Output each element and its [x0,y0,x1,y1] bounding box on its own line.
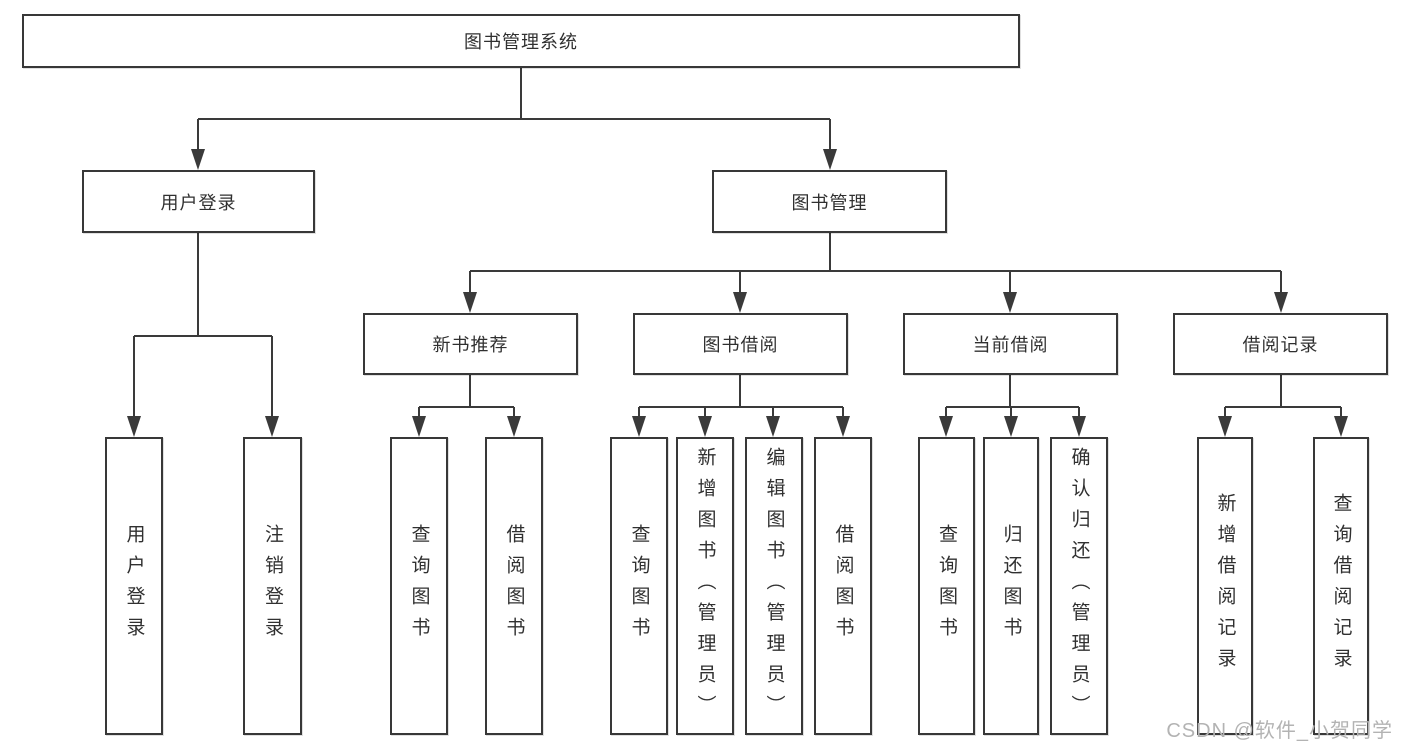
node-book-borrow: 图书借阅 [633,313,848,375]
leaf-edit-books-admin: 编辑图书（管理员） [745,437,803,735]
node-label: 用户登录 [123,524,145,648]
node-label: 新书推荐 [432,335,509,355]
node-label: 图书管理系统 [464,32,578,52]
arrow-down-icon [1334,416,1348,437]
arrow-down-icon [1274,292,1288,313]
node-label: 查询图书 [408,524,430,648]
leaf-borrow-books-2: 借阅图书 [814,437,872,735]
edge-book-mgmt-children [469,233,1282,299]
arrow-down-icon [1004,416,1018,437]
arrow-down-icon [1218,416,1232,437]
node-user-login: 用户登录 [82,170,315,233]
arrow-down-icon [836,416,850,437]
node-label: 当前借阅 [972,335,1049,355]
arrow-down-icon [1072,416,1086,437]
arrow-down-icon [698,416,712,437]
leaf-return-books: 归还图书 [983,437,1039,735]
node-label: 图书管理 [791,192,868,213]
leaf-query-books-2: 查询图书 [610,437,668,735]
edge-book-borrow-children [638,375,844,423]
node-label: 借阅图书 [832,524,854,648]
node-label: 借阅图书 [503,524,525,648]
node-book-management: 图书管理 [712,170,947,233]
leaf-add-books-admin: 新增图书（管理员） [676,437,734,735]
node-label: 查询借阅记录 [1330,493,1352,679]
arrow-down-icon [766,416,780,437]
node-label: 查询图书 [936,524,957,648]
arrow-down-icon [632,416,646,437]
leaf-query-books-1: 查询图书 [390,437,448,735]
arrow-down-icon [463,292,477,313]
node-current-borrow: 当前借阅 [903,313,1118,375]
node-label: 借阅记录 [1242,335,1319,355]
leaf-logout: 注销登录 [243,437,302,735]
arrow-down-icon [507,416,521,437]
arrow-down-icon [1003,292,1017,313]
node-new-book-recommend: 新书推荐 [363,313,578,375]
node-label: 新增借阅记录 [1214,493,1236,679]
leaf-borrow-books-1: 借阅图书 [485,437,543,735]
arrow-down-icon [939,416,953,437]
edge-root-to-level2 [197,68,831,156]
node-borrow-records: 借阅记录 [1173,313,1388,375]
arrow-down-icon [127,416,141,437]
node-label: 新增图书（管理员） [694,446,716,726]
node-label: 用户登录 [160,192,237,213]
node-label: 归还图书 [1000,524,1022,648]
leaf-query-borrow-record: 查询借阅记录 [1313,437,1369,735]
arrow-down-icon [412,416,426,437]
node-label: 注销登录 [262,524,283,648]
node-label: 确认归还（管理员） [1068,446,1090,726]
leaf-user-login: 用户登录 [105,437,163,735]
edge-borrow-record-children [1224,375,1342,423]
arrow-down-icon [265,416,279,437]
node-label: 编辑图书（管理员） [763,446,785,726]
edge-new-book-children [418,375,515,423]
leaf-add-borrow-record: 新增借阅记录 [1197,437,1253,735]
arrow-down-icon [823,149,837,170]
leaf-confirm-return-admin: 确认归还（管理员） [1050,437,1108,735]
csdn-watermark: CSDN @软件_小贺同学 [1166,720,1393,742]
edge-user-login-children [133,233,273,423]
edge-current-borrow-children [945,375,1080,423]
node-root: 图书管理系统 [22,14,1020,68]
arrow-down-icon [191,149,205,170]
arrow-down-icon [733,292,747,313]
node-label: 图书借阅 [702,335,779,355]
leaf-query-books-3: 查询图书 [918,437,975,735]
node-label: 查询图书 [628,524,650,648]
